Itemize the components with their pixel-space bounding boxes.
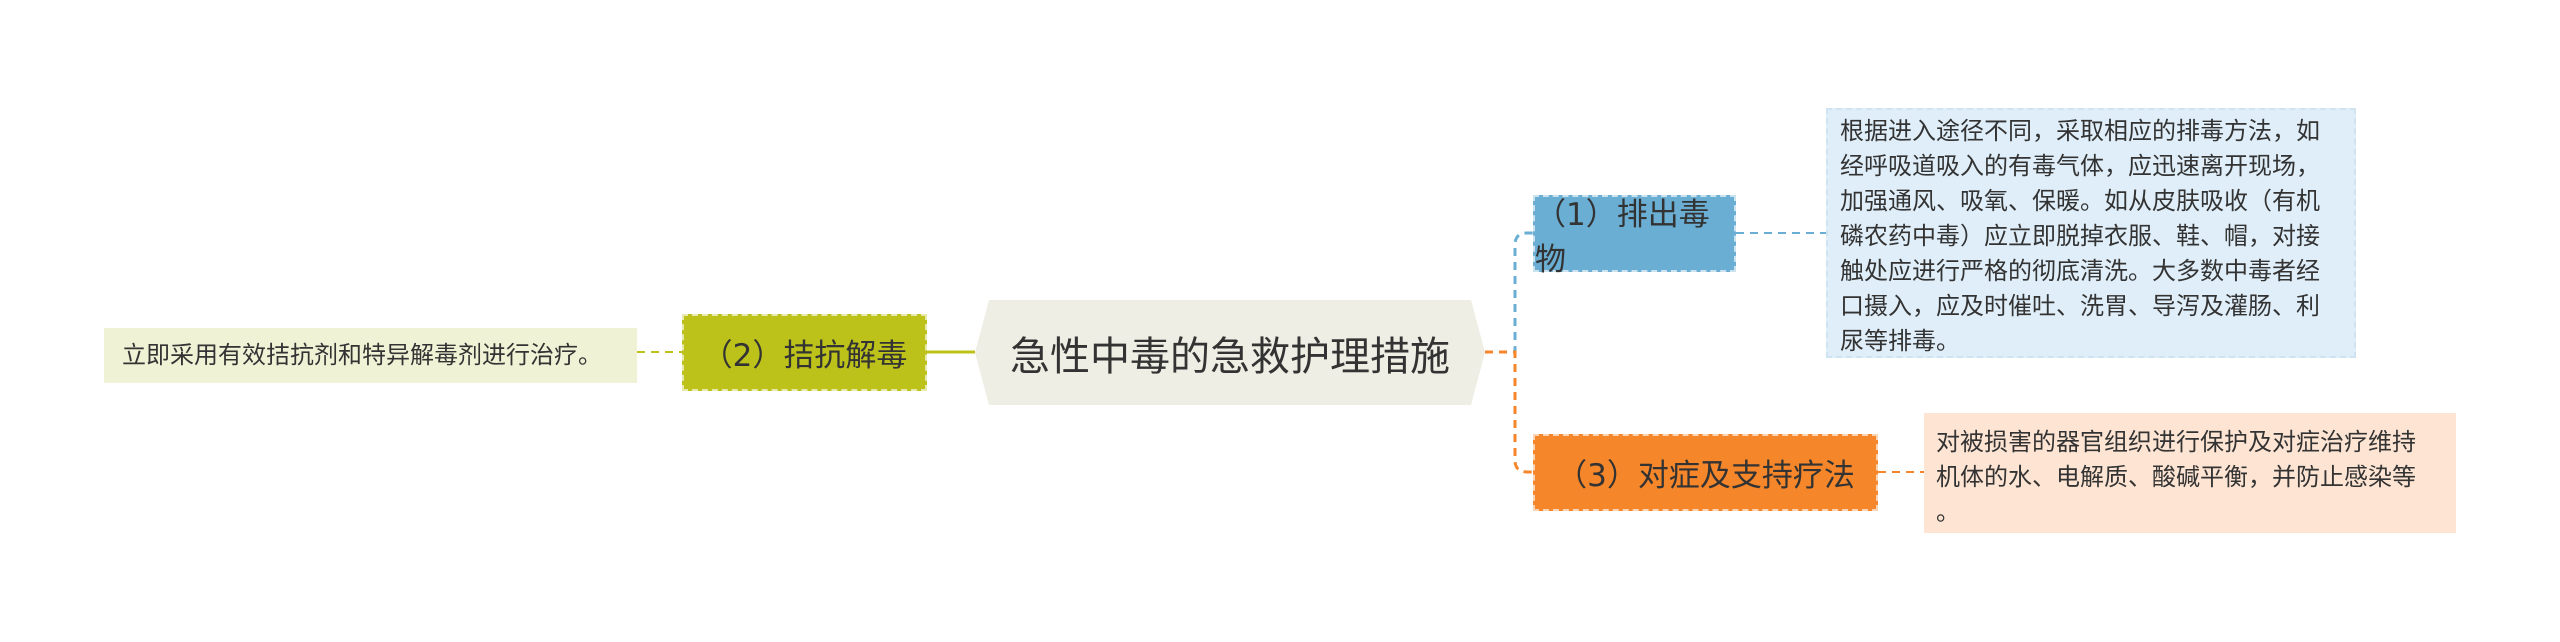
leaf-line: 对被损害的器官组织进行保护及对症治疗维持 — [1936, 428, 2416, 456]
central-topic-label: 急性中毒的急救护理措施 — [1010, 333, 1450, 380]
leaf-line: 磷农药中毒）应立即脱掉衣服、鞋、帽，对接 — [1840, 222, 2320, 250]
branch-label: （2）拮抗解毒 — [701, 338, 908, 374]
leaf-line: 加强通风、吸氧、保暖。如从皮肤吸收（有机 — [1840, 187, 2320, 215]
leaf-line: 触处应进行严格的彻底清洗。大多数中毒者经 — [1840, 257, 2320, 285]
leaf-supportive-therapy-detail[interactable]: 对被损害的器官组织进行保护及对症治疗维持 机体的水、电解质、酸碱平衡，并防止感染… — [1924, 413, 2456, 533]
leaf-excrete-poison-detail[interactable]: 根据进入途径不同，采取相应的排毒方法，如 经呼吸道吸入的有毒气体，应迅速离开现场… — [1826, 108, 2356, 358]
leaf-line: 尿等排毒。 — [1840, 327, 1960, 355]
branch-antidote[interactable]: （2）拮抗解毒 — [682, 314, 927, 391]
leaf-line: 根据进入途径不同，采取相应的排毒方法，如 — [1840, 117, 2320, 145]
leaf-text: 立即采用有效拮抗剂和特异解毒剂进行治疗。 — [122, 341, 602, 369]
leaf-antidote-detail[interactable]: 立即采用有效拮抗剂和特异解毒剂进行治疗。 — [104, 328, 637, 383]
branch-label: （1）排出毒物 — [1535, 196, 1710, 278]
central-topic[interactable]: 急性中毒的急救护理措施 — [975, 300, 1485, 405]
leaf-line: 机体的水、电解质、酸碱平衡，并防止感染等 — [1936, 463, 2416, 491]
leaf-line: 。 — [1936, 498, 1960, 526]
leaf-line: 口摄入，应及时催吐、洗胃、导泻及灌肠、利 — [1840, 292, 2320, 320]
branch-label: （3）对症及支持疗法 — [1556, 458, 1855, 494]
branch-supportive-therapy[interactable]: （3）对症及支持疗法 — [1533, 434, 1878, 511]
connector-center-b3 — [1485, 350, 1533, 474]
leaf-line: 经呼吸道吸入的有毒气体，应迅速离开现场， — [1840, 152, 2320, 180]
branch-excrete-poison[interactable]: （1）排出毒物 — [1533, 195, 1736, 278]
connector-center-b1 — [1485, 231, 1533, 354]
